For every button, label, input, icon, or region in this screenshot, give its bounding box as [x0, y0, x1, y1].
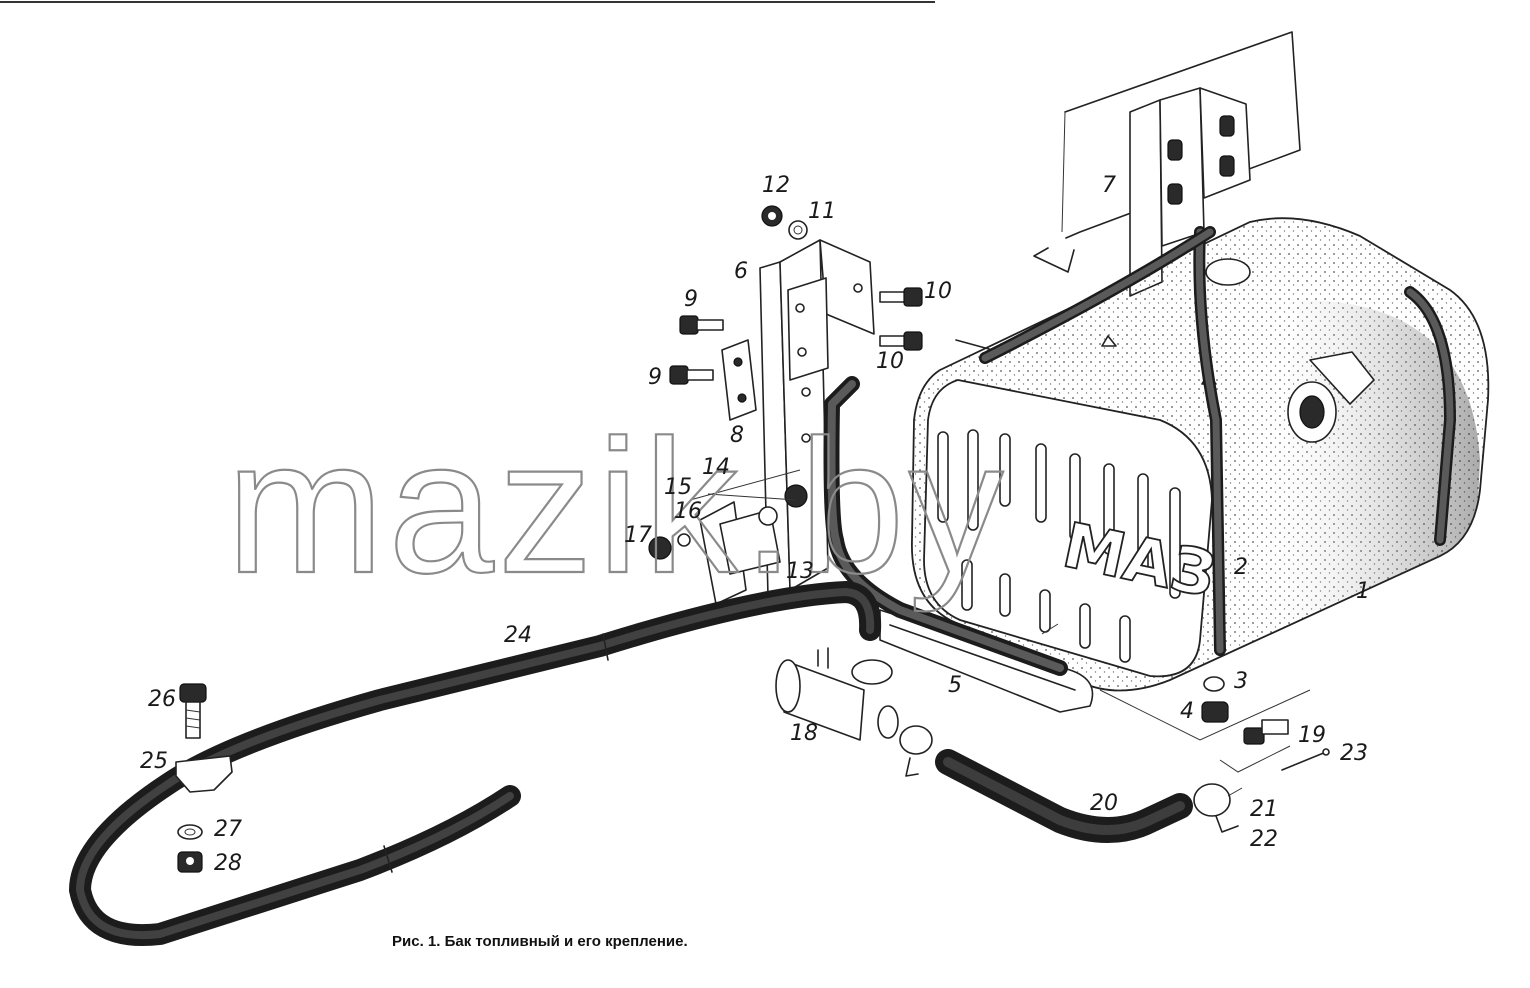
filler-neck [1287, 351, 1375, 443]
label-19: 19 [1298, 723, 1326, 748]
strap-14 [823, 376, 1068, 676]
fuel-pipe-24 [69, 581, 882, 946]
watermark: mazik.by [226, 401, 1008, 613]
fuel-tank: МАЗ [911, 217, 1490, 692]
figure-caption: Рис. 1. Бак топливный и его крепление. [392, 933, 688, 950]
nut-12 [761, 205, 783, 227]
label-23: 23 [1340, 741, 1368, 766]
label-21: 21 [1250, 797, 1278, 822]
label-17: 17 [624, 523, 652, 548]
label-27: 27 [214, 817, 242, 842]
label-3: 3 [1234, 669, 1248, 694]
fitting-19 [1243, 719, 1289, 745]
label-14: 14 [702, 455, 730, 480]
bolt-26 [179, 683, 207, 739]
valve-18 [775, 647, 899, 741]
label-4: 4 [1180, 699, 1194, 724]
label-5: 5 [948, 673, 962, 698]
label-1: 1 [1356, 579, 1370, 604]
label-2: 2 [1234, 555, 1248, 580]
bolt-10b [879, 331, 923, 351]
strap-2 [979, 226, 1456, 656]
label-25: 25 [140, 749, 168, 774]
label-10a: 10 [924, 279, 952, 304]
clamp-21 [1193, 783, 1239, 833]
clamp-assembly [648, 484, 808, 605]
label-8: 8 [730, 423, 744, 448]
label-24: 24 [504, 623, 532, 648]
washer-27 [177, 824, 203, 840]
label-18: 18 [790, 721, 818, 746]
leader-lines [689, 469, 1311, 797]
label-26: 26 [148, 687, 176, 712]
label-20: 20 [1090, 791, 1118, 816]
label-12: 12 [762, 173, 790, 198]
plate-8 [721, 339, 757, 421]
pin-23 [1281, 748, 1330, 771]
tank-ribs [937, 429, 1181, 663]
bolt-9a [679, 315, 724, 335]
bolt-9b [669, 365, 714, 385]
clip-25 [175, 755, 233, 793]
nut-4 [1201, 701, 1229, 723]
label-11: 11 [808, 199, 836, 224]
label-6: 6 [734, 259, 748, 284]
filler-cap [1205, 258, 1251, 286]
label-13: 13 [786, 559, 814, 584]
support-5 [879, 609, 1094, 713]
label-9a: 9 [684, 287, 698, 312]
nut-28 [177, 851, 203, 873]
label-16: 16 [674, 499, 702, 524]
label-10b: 10 [876, 349, 904, 374]
washer-11 [788, 220, 808, 240]
label-9b: 9 [648, 365, 662, 390]
part-labels: 1 2 3 4 5 6 7 8 9 9 10 10 11 12 13 14 15… [140, 173, 1370, 876]
washer-3 [1203, 676, 1225, 692]
bracket-7 [1129, 87, 1251, 297]
bolt-10a [879, 287, 923, 307]
label-28: 28 [214, 851, 242, 876]
hose-20 [935, 749, 1193, 843]
label-15: 15 [664, 475, 692, 500]
label-22: 22 [1250, 827, 1278, 852]
hose-clamp-18 [899, 725, 933, 777]
label-7: 7 [1102, 173, 1116, 198]
frame-panel [1033, 31, 1301, 273]
